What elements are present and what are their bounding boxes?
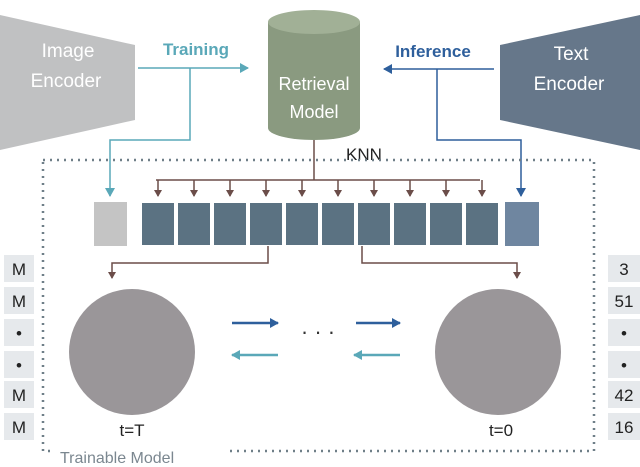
token-cell	[4, 413, 34, 440]
token-cell	[4, 351, 34, 378]
text-encoder-label-2: Encoder	[534, 74, 605, 95]
token-text: M	[12, 418, 26, 437]
image-encoder-shape	[0, 15, 135, 150]
trainable-model-label: Trainable Model	[60, 450, 174, 467]
token-text: •	[16, 324, 22, 343]
retrieval-label-2: Model	[289, 102, 338, 122]
image-encoder-label-2: Encoder	[31, 71, 102, 92]
training-arrow-to-sequence	[105, 68, 191, 197]
inference-label: Inference	[395, 42, 471, 61]
sequence-block	[248, 201, 284, 247]
token-cell	[4, 255, 34, 282]
token-cell	[608, 351, 640, 378]
sequence-block	[212, 201, 248, 247]
text-encoder-label-1: Text	[554, 44, 590, 65]
token-text: •	[621, 356, 627, 375]
sequence-block	[140, 201, 176, 247]
token-cell	[608, 413, 640, 440]
image-encoder-label-1: Image	[42, 41, 95, 62]
token-cell	[608, 255, 640, 282]
text-encoder: Text Encoder	[500, 15, 640, 150]
token-text: M	[12, 260, 26, 279]
text-encoder-shape	[500, 15, 640, 150]
token-text: •	[621, 324, 627, 343]
retrieval-cylinder-top	[268, 10, 360, 34]
sequence-block	[284, 201, 320, 247]
retrieval-cylinder-body	[268, 22, 360, 140]
inference-arrow-to-sequence	[436, 69, 526, 197]
token-sequence	[94, 201, 539, 247]
token-text: M	[12, 386, 26, 405]
knn-arrow-group	[154, 180, 486, 197]
token-text: M	[12, 292, 26, 311]
sequence-block	[428, 201, 464, 247]
token-cell	[608, 319, 640, 346]
image-encoder: Image Encoder	[0, 15, 135, 150]
diffusion-circle-0	[435, 289, 561, 415]
connector-to-circle-0	[361, 246, 521, 279]
timestep-T-label: t=T	[119, 421, 144, 440]
token-text: 3	[619, 260, 628, 279]
token-cell	[608, 287, 640, 314]
token-text: 51	[615, 292, 634, 311]
sequence-block-query	[505, 202, 539, 246]
timestep-0-label: t=0	[489, 421, 513, 440]
sequence-block	[464, 201, 500, 247]
token-text: 16	[615, 418, 634, 437]
token-cell	[4, 287, 34, 314]
sequence-block	[176, 201, 212, 247]
sequence-block	[320, 201, 356, 247]
training-label: Training	[163, 40, 229, 59]
sequence-block-training	[94, 202, 127, 246]
retrieval-label-1: Retrieval	[278, 74, 349, 94]
token-cell	[608, 381, 640, 408]
connector-to-circle-T	[108, 246, 269, 279]
trainable-label-bg	[52, 446, 228, 466]
token-cell	[4, 319, 34, 346]
token-text: 42	[615, 386, 634, 405]
left-token-column: MM••MM	[4, 255, 34, 440]
retrieval-model: Retrieval Model	[268, 10, 360, 140]
diffusion-circle-T	[69, 289, 195, 415]
right-token-column: 3 51 • • 42 16	[608, 255, 640, 440]
sequence-blocks	[140, 201, 500, 247]
sequence-block	[356, 201, 392, 247]
knn-distribution	[154, 140, 486, 197]
token-cell	[4, 381, 34, 408]
process-ellipsis: · · ·	[301, 319, 335, 344]
token-text: •	[16, 356, 22, 375]
sequence-block	[392, 201, 428, 247]
